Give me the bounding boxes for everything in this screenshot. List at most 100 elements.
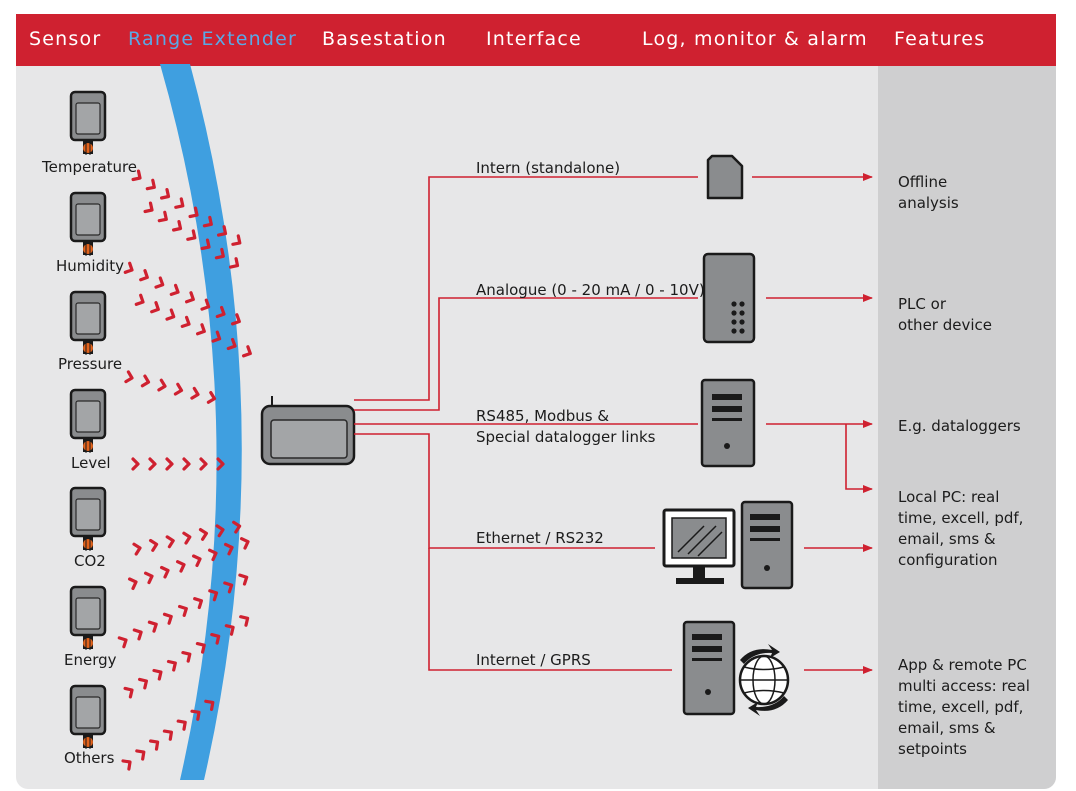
signal-chevron: [210, 633, 221, 645]
range-extender-band: [160, 64, 242, 780]
feature-line: Offline: [898, 173, 948, 191]
signal-chevron: [154, 276, 165, 289]
signal-chevron: [117, 636, 128, 649]
signal-chevron: [165, 457, 174, 471]
interface-label-rs485-line2: Special datalogger links: [476, 428, 656, 446]
signal-chevron: [211, 330, 222, 343]
sensor-device-icon: [69, 388, 107, 455]
signal-chevron: [231, 234, 242, 246]
signal-chevron: [239, 615, 250, 627]
feature-plc: PLC or other device: [898, 294, 1048, 336]
feature-dataloggers: E.g. dataloggers: [898, 416, 1048, 437]
signal-chevron: [229, 257, 240, 269]
column-header-bar: Sensor Range Extender Basestation Interf…: [16, 14, 1056, 66]
signal-chevron: [214, 247, 225, 260]
signal-chevron: [148, 457, 157, 471]
signal-chevron: [139, 269, 149, 282]
feature-line: other device: [898, 316, 992, 334]
sensor-label-energy: Energy: [64, 651, 117, 669]
signal-chevron: [157, 210, 168, 223]
signal-chevron: [231, 313, 241, 326]
signal-chevron: [178, 604, 188, 617]
signal-chevron: [160, 565, 170, 579]
signal-chevron: [182, 531, 192, 545]
signal-chevron: [152, 668, 163, 681]
interface-label-intern: Intern (standalone): [476, 159, 621, 177]
local-pc-icon: [662, 500, 794, 590]
signal-chevron: [166, 659, 177, 672]
signal-chevron: [208, 589, 219, 602]
feature-arrows: [752, 173, 873, 674]
signal-chevron: [176, 560, 186, 573]
signal-chevron: [140, 374, 151, 388]
signal-chevron: [195, 642, 206, 654]
signal-chevron: [162, 729, 173, 741]
datalogger-tower-icon: [700, 378, 756, 468]
features-column-panel: [878, 14, 1056, 789]
header-interface: Interface: [486, 28, 582, 50]
feature-line: analysis: [898, 194, 959, 212]
signal-chevron: [123, 261, 134, 274]
signal-chevron: [198, 528, 208, 541]
header-features: Features: [894, 28, 986, 50]
signal-chevron: [135, 749, 146, 761]
signal-chevron: [224, 624, 235, 636]
sensor-device-icon: [69, 90, 107, 157]
signal-chevron: [192, 554, 202, 567]
signal-chevron: [128, 577, 138, 590]
feature-offline-analysis: Offline analysis: [898, 172, 1048, 214]
signal-chevron: [190, 709, 201, 721]
signal-chevron: [132, 628, 143, 641]
feature-line: setpoints: [898, 740, 967, 758]
signal-chevron: [169, 283, 180, 296]
signal-chevron: [176, 719, 187, 731]
signal-chevron: [165, 308, 176, 321]
sensor-label-others: Others: [64, 749, 115, 767]
signal-chevron: [131, 457, 140, 471]
feature-line: E.g. dataloggers: [898, 417, 1021, 435]
signal-chevron: [182, 457, 191, 471]
signal-chevron: [193, 597, 203, 610]
sensor-label-level: Level: [71, 454, 111, 472]
sensor-device-icon: [69, 585, 107, 652]
signal-chevron: [200, 238, 211, 251]
signal-chevron: [202, 215, 213, 228]
sd-card-icon: [706, 154, 744, 200]
signal-chevron: [121, 759, 132, 771]
sensor-device-icon: [69, 191, 107, 258]
header-log-monitor-alarm: Log, monitor & alarm: [642, 28, 868, 50]
basestation-icon: [260, 396, 356, 466]
signal-chevron: [196, 323, 206, 336]
feature-line: email, sms &: [898, 719, 996, 737]
signal-chevron: [147, 620, 158, 633]
feature-line: multi access: real: [898, 677, 1030, 695]
signal-chevron: [200, 298, 211, 311]
feature-line: email, sms &: [898, 530, 996, 548]
signal-chevron: [165, 535, 175, 549]
signal-chevron: [188, 206, 199, 219]
signal-chevron: [199, 457, 208, 471]
signal-chevron: [160, 188, 171, 200]
signal-chevron: [242, 345, 252, 358]
header-sensor: Sensor: [29, 28, 102, 50]
feature-remote-access: App & remote PC multi access: real time,…: [898, 655, 1048, 760]
signal-chevron: [157, 378, 167, 392]
signal-chevron: [143, 201, 154, 214]
signal-chevron: [132, 542, 142, 556]
plc-device-icon: [702, 252, 756, 344]
feature-line: App & remote PC: [898, 656, 1027, 674]
feature-line: PLC or: [898, 295, 946, 313]
server-globe-icon: [682, 620, 790, 716]
sensor-device-icon: [69, 290, 107, 357]
signal-chevron: [145, 178, 156, 191]
wireless-signal-chevrons: [117, 169, 252, 771]
interface-label-analogue: Analogue (0 - 20 mA / 0 - 10V): [476, 281, 705, 299]
signal-chevron: [186, 229, 197, 241]
interface-label-internet: Internet / GPRS: [476, 651, 591, 669]
signal-chevron: [238, 573, 249, 586]
signal-chevron: [232, 520, 242, 534]
sensor-device-icon: [69, 684, 107, 751]
signal-chevron: [208, 548, 218, 562]
signal-chevron: [162, 612, 173, 625]
